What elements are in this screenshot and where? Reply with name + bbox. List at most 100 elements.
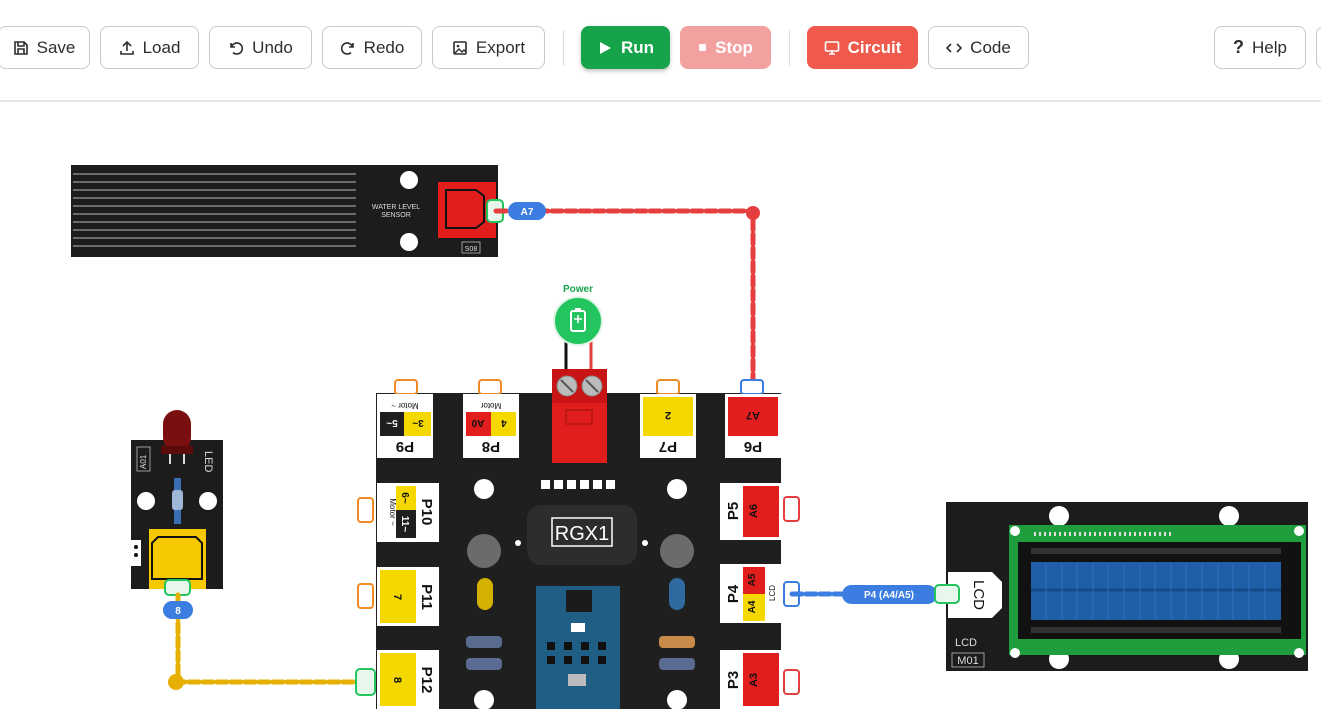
led-code: A01 bbox=[139, 454, 148, 469]
code-icon bbox=[946, 42, 963, 53]
port-p12-name: P12 bbox=[418, 667, 435, 694]
overflow-button[interactable] bbox=[1316, 26, 1321, 69]
circuit-label: Circuit bbox=[847, 37, 902, 57]
save-button[interactable]: Save bbox=[0, 26, 90, 69]
port-p4-pin-b: A4 bbox=[747, 600, 758, 613]
redo-button[interactable]: Redo bbox=[322, 26, 422, 69]
port-p5-pin: A6 bbox=[748, 504, 760, 518]
port-p6-pin: A7 bbox=[746, 409, 760, 421]
circuit-button[interactable]: Circuit bbox=[807, 26, 918, 69]
port-p9-pin-a: 5~ bbox=[386, 417, 398, 428]
power-label: Power bbox=[563, 284, 593, 295]
help-button[interactable]: ? Help bbox=[1214, 26, 1306, 69]
toolbar-divider bbox=[563, 30, 564, 66]
port-p3[interactable]: A3 P3 bbox=[720, 650, 781, 709]
help-label: Help bbox=[1252, 37, 1287, 57]
port-p5[interactable]: A6 P5 bbox=[720, 483, 781, 540]
export-button[interactable]: Export bbox=[432, 26, 545, 69]
circuit-drawing: WATER LEVEL SENSOR S08 A7 Power A01 LED bbox=[71, 165, 1308, 709]
save-icon bbox=[13, 40, 28, 55]
undo-button[interactable]: Undo bbox=[209, 26, 312, 69]
wire-label-8 bbox=[163, 601, 193, 619]
code-label: Code bbox=[970, 37, 1011, 57]
lcd-code: M01 bbox=[957, 655, 978, 667]
port-p9-title: Motor ~ bbox=[391, 401, 419, 410]
lcd-connector-label: LCD bbox=[970, 580, 987, 610]
sensor-code: S08 bbox=[465, 246, 478, 253]
wire-led-p12[interactable] bbox=[175, 592, 368, 685]
port-p10-pin-b: 11~ bbox=[399, 516, 410, 533]
led-label: LED bbox=[202, 451, 214, 472]
port-p9-pin-b: 3~ bbox=[412, 417, 424, 428]
stop-icon bbox=[699, 44, 706, 51]
wire-label-a7 bbox=[508, 202, 546, 220]
port-p5-name: P5 bbox=[725, 502, 742, 520]
stop-label: Stop bbox=[715, 37, 753, 57]
port-p7-pin: 2 bbox=[665, 409, 671, 421]
sensor-label-line2: SENSOR bbox=[381, 212, 411, 219]
port-p4-pin-a: A5 bbox=[747, 573, 758, 586]
toolbar-divider bbox=[789, 30, 790, 66]
play-icon bbox=[599, 41, 611, 54]
port-p10-title: Motor ~ bbox=[388, 498, 397, 526]
redo-label: Redo bbox=[363, 37, 405, 57]
undo-icon bbox=[230, 41, 244, 55]
load-label: Load bbox=[142, 37, 181, 57]
water-level-sensor[interactable]: WATER LEVEL SENSOR S08 bbox=[71, 165, 504, 257]
port-p8-title: Motor bbox=[480, 401, 501, 410]
question-icon: ? bbox=[1233, 37, 1245, 57]
lcd-connector[interactable] bbox=[934, 584, 960, 604]
port-p3-pin: A3 bbox=[748, 673, 760, 687]
led-module[interactable]: A01 LED bbox=[131, 410, 223, 596]
port-p12-pin: 8 bbox=[391, 677, 403, 683]
power-module[interactable]: Power bbox=[553, 284, 603, 372]
undo-label: Undo bbox=[252, 37, 293, 57]
wire-label-8-text: 8 bbox=[175, 606, 181, 617]
port-p8-pin-a: A0 bbox=[471, 417, 484, 428]
port-p4[interactable]: A5 A4 LCD P4 bbox=[720, 564, 781, 623]
code-button[interactable]: Code bbox=[928, 26, 1029, 69]
port-p11[interactable]: 7 P11 bbox=[377, 567, 439, 626]
battery-icon bbox=[570, 308, 586, 332]
toolbar: Save Load Undo Redo Export Run Stop Circ… bbox=[0, 0, 1321, 102]
upload-icon bbox=[119, 40, 134, 55]
port-p11-name: P11 bbox=[418, 584, 435, 610]
load-button[interactable]: Load bbox=[100, 26, 199, 69]
port-p6-name: P6 bbox=[744, 438, 762, 455]
port-p4-title: LCD bbox=[768, 585, 777, 601]
sensor-label-line1: WATER LEVEL bbox=[372, 204, 420, 211]
wire-label-a7-text: A7 bbox=[521, 207, 534, 218]
run-label: Run bbox=[620, 37, 655, 57]
port-p10-pin-a: 6~ bbox=[399, 492, 410, 504]
save-label: Save bbox=[36, 37, 76, 57]
run-button[interactable]: Run bbox=[581, 26, 670, 69]
stop-button[interactable]: Stop bbox=[680, 26, 771, 69]
image-icon bbox=[453, 40, 467, 55]
port-p7-name: P7 bbox=[659, 438, 677, 455]
port-p9[interactable]: Motor ~ 5~ 3~ P9 bbox=[377, 394, 433, 458]
controller-name: RGX1 bbox=[555, 523, 609, 545]
wire-label-p4 bbox=[842, 585, 937, 604]
lcd-label: LCD bbox=[955, 637, 977, 649]
port-p8-pin-b: 4 bbox=[501, 417, 507, 428]
port-p8[interactable]: Motor A0 4 P8 bbox=[463, 394, 519, 458]
port-p8-name: P8 bbox=[482, 438, 500, 455]
port-p10-name: P10 bbox=[418, 499, 435, 526]
power-terminal bbox=[552, 369, 607, 463]
port-p7[interactable]: 2 P7 bbox=[640, 394, 696, 458]
port-p11-pin: 7 bbox=[391, 594, 403, 600]
monitor-icon bbox=[824, 40, 839, 55]
wire-label-p4-text: P4 (A4/A5) bbox=[864, 590, 914, 601]
redo-icon bbox=[340, 41, 354, 55]
port-p9-name: P9 bbox=[396, 438, 414, 455]
circuit-canvas[interactable]: WATER LEVEL SENSOR S08 A7 Power A01 LED bbox=[0, 104, 1321, 709]
controller-board[interactable]: Motor ~ 5~ 3~ P9 Motor A0 4 P8 2 P7 A7 P bbox=[355, 369, 800, 709]
port-p3-name: P3 bbox=[725, 671, 742, 689]
export-label: Export bbox=[475, 37, 526, 57]
port-p4-name: P4 bbox=[725, 584, 742, 603]
port-p6[interactable]: A7 P6 bbox=[725, 394, 781, 458]
lcd-module[interactable]: LCD LCD M01 bbox=[934, 502, 1308, 671]
port-p10[interactable]: Motor ~ 6~ 11~ P10 bbox=[377, 483, 439, 542]
port-p12[interactable]: 8 P12 bbox=[377, 650, 439, 709]
wire-sensor-p6[interactable] bbox=[493, 208, 756, 391]
